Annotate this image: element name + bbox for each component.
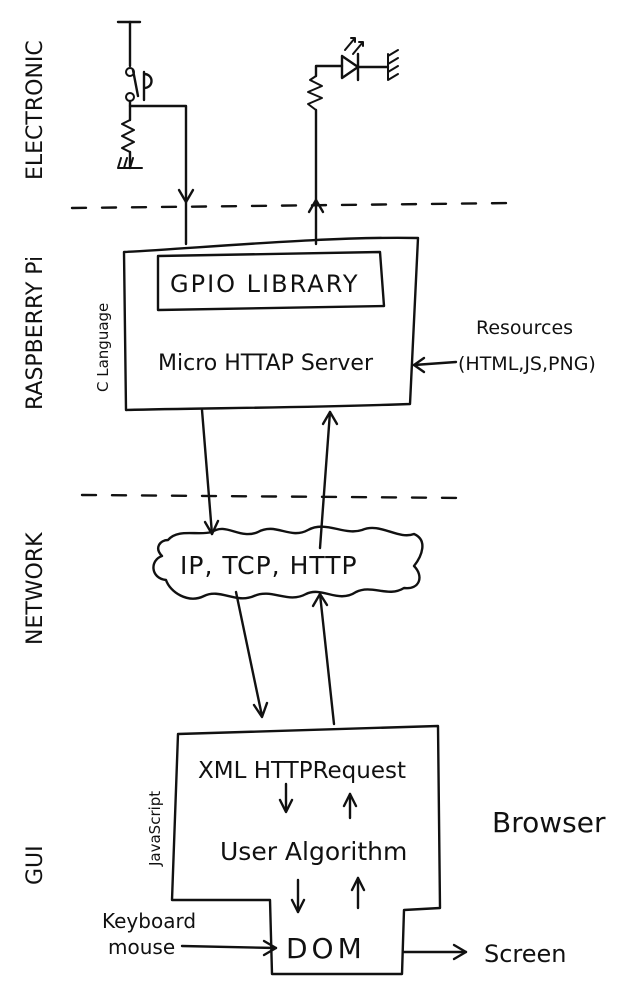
micro-server-label: Micro HTTAP Server [158,351,374,376]
arrow-network-to-gui [234,590,264,718]
layer-label-raspberry-pi: RASPBERRY Pi [23,256,48,410]
resources-title: Resources [476,317,573,339]
separator-raspberry-network [80,493,472,500]
arrow-network-to-server [318,410,332,550]
javascript-label: JavaScript [146,791,164,867]
xhr-label: XML HTTPRequest [198,758,406,784]
gpio-library-box [156,250,386,312]
c-language-label: C Language [94,303,112,392]
layer-label-network: NETWORK [23,532,48,645]
led-circuit [307,37,399,246]
separator-electronic-raspberry [70,201,517,210]
browser-box [170,724,442,976]
layer-label-electronic: ELECTRONIC [23,40,48,180]
button-circuit [116,20,195,246]
dom-label: DOM [286,932,366,965]
browser-label: Browser [492,806,606,839]
arrow-server-to-network [200,408,214,536]
output-screen-label: Screen [484,940,567,968]
layer-label-gui: GUI [23,845,48,885]
input-keyboard-label: Keyboard [102,909,196,933]
resources-list: (HTML,JS,PNG) [458,353,596,375]
raspberry-pi-box [122,236,420,412]
arrow-input-to-dom [180,944,278,950]
resources-arrow [412,360,458,367]
network-cloud [152,525,424,600]
input-mouse-label: mouse [108,935,175,959]
arrow-gui-to-network [318,592,336,726]
gpio-library-label: GPIO LIBRARY [170,270,360,298]
user-algorithm-label: User Algorithm [220,837,407,866]
network-protocols-label: IP, TCP, HTTP [180,551,358,580]
